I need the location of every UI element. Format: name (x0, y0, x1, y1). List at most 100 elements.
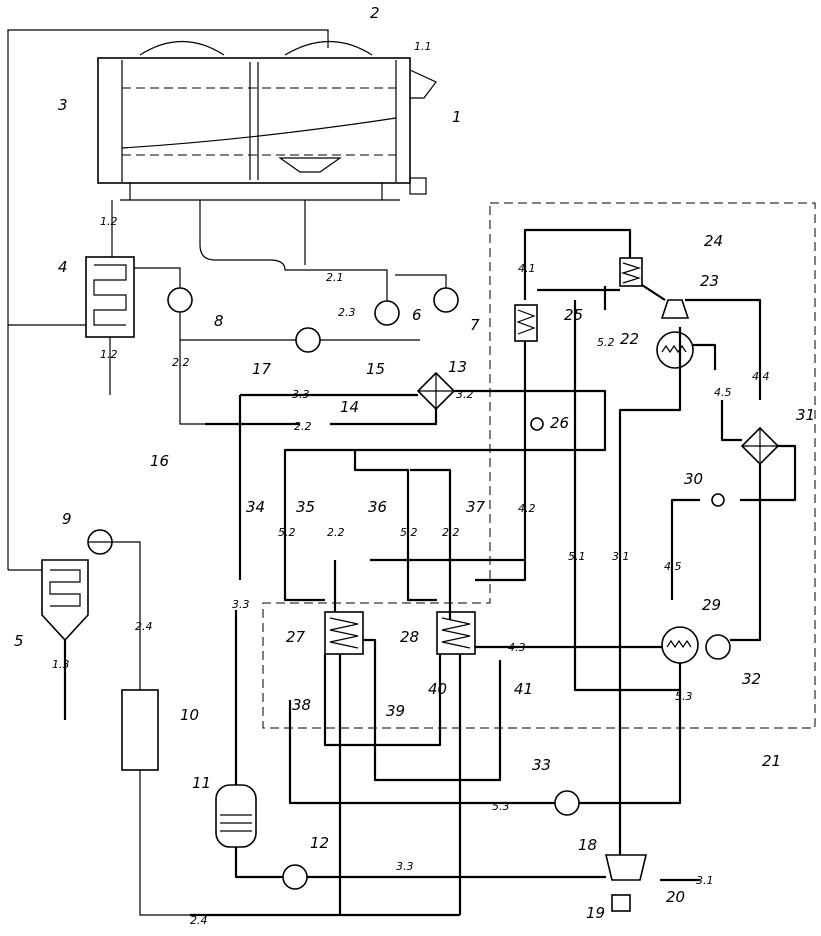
label-equipment-13: 13 (448, 358, 467, 376)
label-flow-1-3: 1.3 (52, 658, 70, 671)
pump-8 (167, 287, 193, 313)
label-equipment-27: 27 (286, 628, 306, 646)
pump-6 (374, 300, 400, 326)
label-equipment-4: 4 (58, 258, 68, 276)
label-equipment-30: 30 (684, 470, 703, 488)
label-flow-3-3-c: 3.3 (396, 860, 414, 873)
label-flow-4-3: 4.3 (508, 641, 526, 654)
column-23 (660, 299, 690, 319)
evaporator-18 (604, 854, 648, 912)
label-flow-1-2-b: 1.2 (100, 348, 118, 361)
label-equipment-25: 25 (564, 306, 583, 324)
label-flow-4-4: 4.4 (752, 370, 770, 383)
pump-32 (705, 634, 731, 660)
label-flow-4-5-a: 4.5 (714, 386, 732, 399)
label-equipment-26: 26 (550, 414, 569, 432)
label-flow-2-2-b: 2.2 (294, 420, 312, 433)
label-equipment-16: 16 (150, 452, 169, 470)
label-flow-2-2-c: 2.2 (327, 526, 345, 539)
label-flow-5-3-a: 5.3 (675, 690, 693, 703)
condenser-25 (514, 304, 538, 342)
label-equipment-24: 24 (704, 232, 723, 250)
label-equipment-12: 12 (310, 834, 329, 852)
label-equipment-7: 7 (470, 316, 480, 334)
separator-13 (416, 371, 456, 411)
separator-31 (740, 426, 780, 466)
label-equipment-35: 35 (296, 498, 315, 516)
label-flow-5-2-c: 5.2 (400, 526, 418, 539)
filter-10 (121, 689, 159, 771)
label-equipment-40: 40 (428, 680, 447, 698)
label-flow-2-4-b: 2.4 (190, 914, 208, 927)
label-equipment-11: 11 (192, 774, 211, 792)
equipment-labels: 1 2 3 4 5 6 7 8 9 10 11 12 13 14 15 16 1… (14, 4, 815, 922)
label-equipment-19: 19 (586, 904, 605, 922)
label-equipment-1: 1 (452, 108, 462, 126)
label-equipment-10: 10 (180, 706, 199, 724)
label-equipment-22: 22 (620, 330, 639, 348)
label-flow-2-1: 2.1 (326, 271, 344, 284)
mixer-17 (295, 327, 321, 353)
label-equipment-8: 8 (214, 312, 224, 330)
pump-12 (282, 864, 308, 890)
label-equipment-41: 41 (514, 680, 533, 698)
label-equipment-21: 21 (762, 752, 781, 770)
label-equipment-33: 33 (532, 756, 551, 774)
label-equipment-29: 29 (702, 596, 721, 614)
label-equipment-39: 39 (386, 702, 405, 720)
label-equipment-14: 14 (340, 398, 359, 416)
crystallizer-5 (41, 559, 89, 642)
module-21-boundary (262, 202, 816, 729)
label-flow-2-2-d: 2.2 (442, 526, 460, 539)
heat-exchanger-27 (324, 611, 364, 655)
pump-33 (554, 790, 580, 816)
label-equipment-37: 37 (466, 498, 486, 516)
label-equipment-3: 3 (58, 96, 68, 114)
label-equipment-17: 17 (252, 360, 272, 378)
label-flow-2-2-a: 2.2 (172, 356, 190, 369)
label-equipment-5: 5 (14, 632, 24, 650)
label-flow-4-1: 4.1 (518, 262, 536, 275)
label-equipment-34: 34 (246, 498, 265, 516)
evaporator-22 (656, 331, 694, 369)
label-flow-4-5-b: 4.5 (664, 560, 682, 573)
label-flow-3-3-a: 3.3 (292, 388, 310, 401)
label-flow-5-2-a: 5.2 (597, 336, 615, 349)
label-flow-1-1: 1.1 (414, 40, 432, 53)
label-equipment-9: 9 (62, 510, 72, 528)
flowmeter-26 (530, 417, 544, 431)
label-equipment-20: 20 (666, 888, 685, 906)
label-flow-2-3: 2.3 (338, 306, 356, 319)
condenser-24 (619, 257, 643, 287)
label-equipment-6: 6 (412, 306, 422, 324)
label-equipment-18: 18 (578, 836, 597, 854)
label-equipment-31: 31 (796, 406, 815, 424)
flowmeter-30 (711, 493, 725, 507)
label-flow-3-3-b: 3.3 (232, 598, 250, 611)
label-equipment-38: 38 (292, 696, 311, 714)
label-equipment-28: 28 (400, 628, 419, 646)
label-flow-5-1: 5.1 (568, 550, 586, 563)
pipelines (7, 29, 797, 917)
label-equipment-36: 36 (368, 498, 387, 516)
label-equipment-32: 32 (742, 670, 761, 688)
label-flow-1-2-a: 1.2 (100, 215, 118, 228)
label-flow-3-1-b: 3.1 (696, 874, 714, 887)
label-flow-4-2: 4.2 (518, 502, 536, 515)
receiver-11 (215, 784, 257, 848)
label-flow-2-4-a: 2.4 (135, 620, 153, 633)
label-flow-3-1-a: 3.1 (612, 550, 630, 563)
label-equipment-15: 15 (366, 360, 385, 378)
evaporator-29 (661, 626, 699, 664)
label-flow-3-2: 3.2 (456, 388, 474, 401)
heat-exchanger-28 (436, 611, 476, 655)
rotary-vessel (97, 40, 437, 201)
label-flow-5-2-b: 5.2 (278, 526, 296, 539)
label-equipment-2: 2 (370, 4, 380, 22)
pump-7 (433, 287, 459, 313)
flow-labels: 1.1 1.2 1.2 1.3 2.1 2.2 2.2 2.2 2.2 2.3 … (52, 40, 770, 927)
label-flow-5-3-b: 5.3 (492, 800, 510, 813)
label-equipment-23: 23 (700, 272, 719, 290)
heat-exchanger-4 (85, 256, 135, 338)
